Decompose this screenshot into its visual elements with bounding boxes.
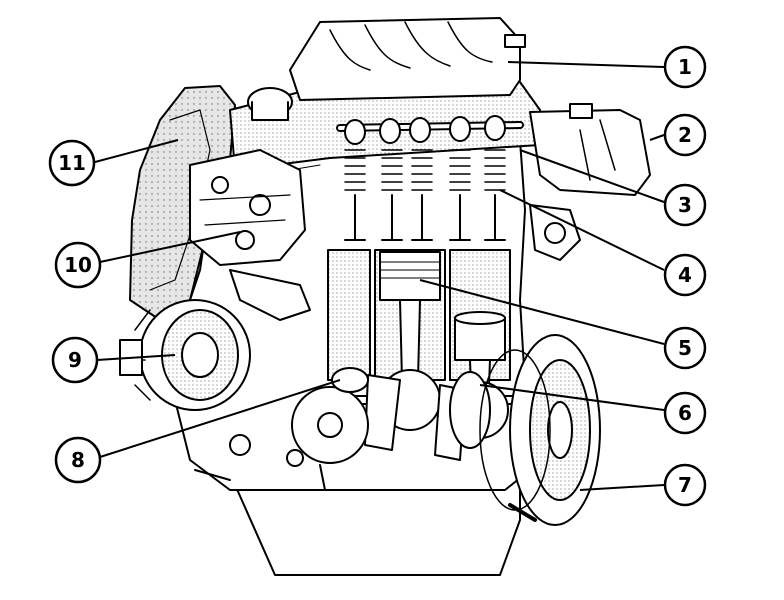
leader-lines [94,61,665,491]
leader-line-1 [507,61,665,68]
callout-7: 7 [663,463,707,507]
pistons [379,251,506,361]
callout-7-label: 7 [678,473,692,497]
callout-1: 1 [663,45,707,89]
crankshaft [325,369,525,461]
callout-2: 2 [663,113,707,157]
alternator [119,299,251,411]
callout-3-label: 3 [678,193,692,217]
leader-line-10 [99,231,241,263]
callout-8-label: 8 [71,448,85,472]
callout-1-label: 1 [678,55,692,79]
callout-5: 5 [663,326,707,370]
callout-10-label: 10 [64,253,92,277]
callout-9-label: 9 [68,348,82,372]
callout-11: 11 [48,139,96,187]
leader-line-2 [649,134,665,141]
leader-line-11 [94,139,179,163]
callout-2-label: 2 [678,123,692,147]
cam-lobes [344,115,506,145]
oil-pan [231,477,521,576]
leader-line-9 [96,354,176,361]
leader-line-5 [419,279,665,345]
valve-springs [344,149,506,191]
callout-11-label: 11 [58,151,86,175]
callout-8: 8 [54,436,102,484]
leader-line-6 [479,384,665,411]
engine-illustration [119,17,651,576]
distributor [529,109,651,196]
leader-line-7 [579,484,665,491]
callout-4: 4 [663,253,707,297]
callout-5-label: 5 [678,336,692,360]
leader-line-4 [499,189,665,271]
callout-6: 6 [663,391,707,435]
callout-9: 9 [51,336,99,384]
intake-manifold [289,17,521,101]
valves [344,194,506,241]
leader-line-3 [519,149,665,203]
callout-3: 3 [663,183,707,227]
callout-4-label: 4 [678,263,692,287]
callout-6-label: 6 [678,401,692,425]
leader-line-8 [99,379,341,458]
callouts: 1 2 3 4 5 6 7 8 [48,45,707,507]
callout-10: 10 [54,241,102,289]
